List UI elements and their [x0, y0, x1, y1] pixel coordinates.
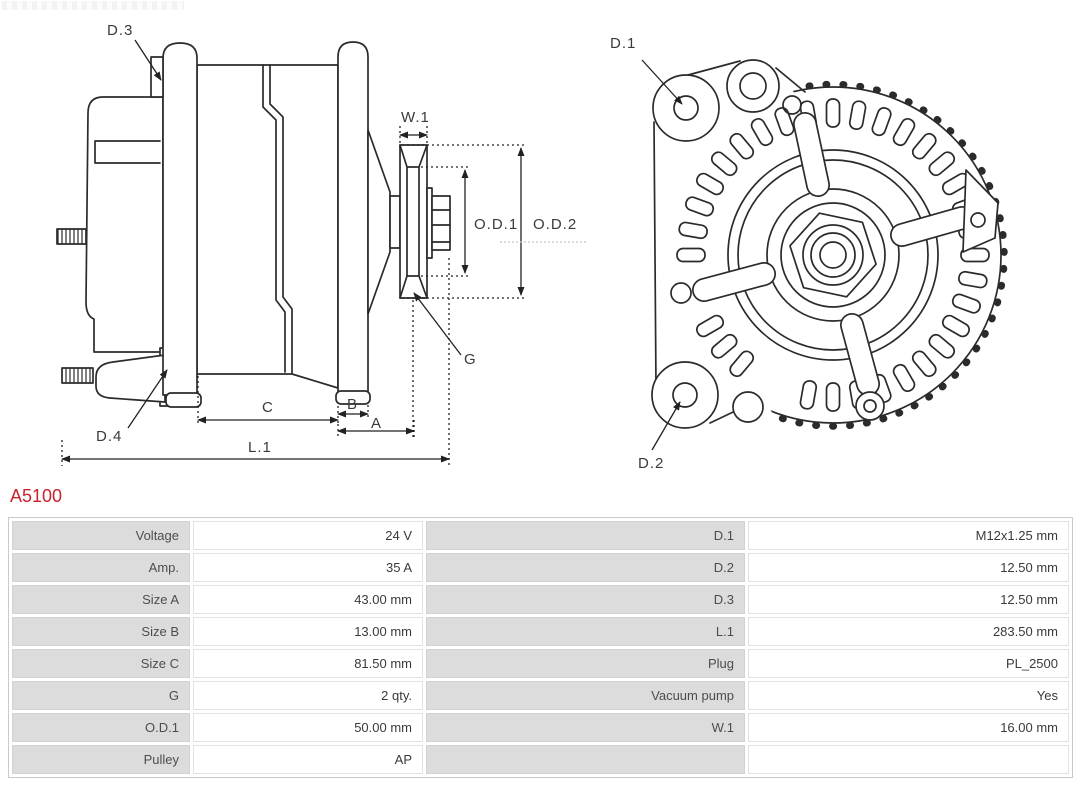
pulley: [399, 144, 428, 299]
spec-value-cell: PL_2500: [748, 649, 1069, 678]
spec-label-cell: Size B: [12, 617, 190, 646]
hole-d2: [672, 382, 698, 408]
vacuum-pump-housing: [85, 96, 164, 353]
label-l1: L.1: [248, 439, 272, 456]
label-a: A: [371, 415, 382, 432]
label-d2: D.2: [638, 455, 664, 472]
spec-label-cell: L.1: [426, 617, 745, 646]
label-c: C: [262, 399, 274, 416]
spec-label-cell: Pulley: [12, 745, 190, 774]
spec-label-cell: W.1: [426, 713, 745, 742]
side-tab: [962, 169, 999, 253]
drive-end: [367, 129, 391, 315]
vacuum-pump-lug: [95, 354, 166, 403]
spec-label-cell: D.2: [426, 553, 745, 582]
spec-label-cell: [426, 745, 745, 774]
rear-foot: [165, 392, 202, 408]
spec-label-cell: D.3: [426, 585, 745, 614]
spec-value-cell: 50.00 mm: [193, 713, 423, 742]
spec-value-cell: 24 V: [193, 521, 423, 550]
spec-value-cell: 2 qty.: [193, 681, 423, 710]
spec-value-cell: 12.50 mm: [748, 585, 1069, 614]
label-w1: W.1: [401, 109, 430, 126]
spec-label-cell: D.1: [426, 521, 745, 550]
stud-upper: [56, 228, 87, 245]
spec-value-cell: 13.00 mm: [193, 617, 423, 646]
side-view-diagram: D.3 W.1 O.D.1 O.D.2 G D.4 C B A L.1: [0, 0, 600, 485]
spec-value-cell: 16.00 mm: [748, 713, 1069, 742]
label-b: B: [347, 396, 358, 413]
label-d3: D.3: [107, 22, 133, 39]
spec-label-cell: G: [12, 681, 190, 710]
label-d1: D.1: [610, 35, 636, 52]
label-g: G: [464, 351, 477, 368]
spec-label-cell: Amp.: [12, 553, 190, 582]
spokes: [692, 112, 974, 396]
spec-label-cell: Voltage: [12, 521, 190, 550]
spec-label-cell: O.D.1: [12, 713, 190, 742]
spec-value-cell: M12x1.25 mm: [748, 521, 1069, 550]
label-od2: O.D.2: [533, 216, 577, 233]
spec-value-cell: [748, 745, 1069, 774]
spec-label-cell: Plug: [426, 649, 745, 678]
side-view-svg: D.3 W.1 O.D.1 O.D.2 G D.4 C B A L.1: [56, 22, 588, 466]
spec-label-cell: Size A: [12, 585, 190, 614]
spec-value-cell: 283.50 mm: [748, 617, 1069, 646]
spec-value-cell: 35 A: [193, 553, 423, 582]
front-foot: [335, 390, 371, 405]
label-d4: D.4: [96, 428, 122, 445]
spec-value-cell: 43.00 mm: [193, 585, 423, 614]
front-ear: [337, 41, 369, 394]
spec-value-cell: Yes: [748, 681, 1069, 710]
spec-label-cell: Vacuum pump: [426, 681, 745, 710]
label-od1: O.D.1: [474, 216, 518, 233]
part-number: A5100: [10, 486, 63, 506]
rear-ear: [162, 42, 198, 396]
spec-value-cell: AP: [193, 745, 423, 774]
stud-lower: [61, 367, 94, 384]
spec-value-cell: 81.50 mm: [193, 649, 423, 678]
front-view-svg: D.1 D.2: [610, 35, 1008, 472]
spec-value-cell: 12.50 mm: [748, 553, 1069, 582]
alternator-body: [196, 64, 339, 389]
front-view-diagram: D.1 D.2: [600, 10, 1060, 485]
watermark-logo: [2, 1, 184, 10]
spec-label-cell: Size C: [12, 649, 190, 678]
